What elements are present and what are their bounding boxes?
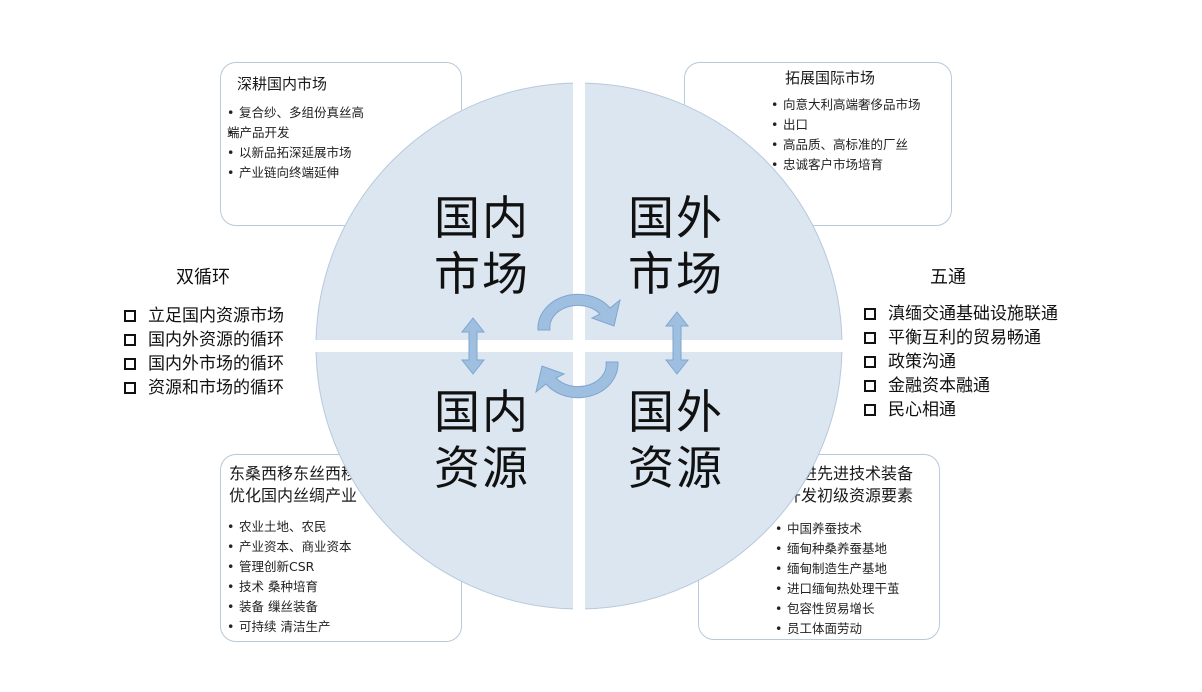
quadrant-shapes: [315, 82, 843, 610]
foreign-resource-title-2: 开发初级资源要素: [785, 486, 914, 505]
quadrant-bottom-right-shape: [585, 352, 843, 610]
list-item: 向意大利高端奢侈品市场: [771, 95, 949, 115]
list-item: 产业资本、商业资本: [227, 537, 397, 557]
quadrant-top-right-line2: 市场: [628, 247, 724, 301]
list-item: 资源和市场的循环: [122, 376, 284, 400]
checkbox-icon: [124, 310, 136, 322]
quadrant-bottom-left-line1: 国内: [434, 385, 530, 439]
quadrant-bottom-right-label: 国外 资源: [616, 384, 736, 496]
checkbox-icon: [864, 308, 876, 320]
list-item: 政策沟通: [862, 350, 1058, 374]
list-item: 忠诚客户市场培育: [771, 155, 949, 175]
list-item: 平衡互利的贸易畅通: [862, 326, 1058, 350]
quadrant-bottom-right-line1: 国外: [628, 385, 724, 439]
cycle-arrow-top: [537, 293, 621, 331]
checkbox-icon: [124, 382, 136, 394]
list-item: 出口: [771, 115, 949, 135]
checkbox-icon: [124, 334, 136, 346]
foreign-resource-list: 中国养蚕技术 缅甸种桑养蚕基地 缅甸制造生产基地 进口缅甸热处理干茧 包容性贸易…: [775, 519, 939, 639]
checkbox-icon: [864, 380, 876, 392]
quadrant-top-left-line2: 市场: [434, 247, 530, 301]
foreign-resource-title-1: 引进先进技术装备: [785, 464, 914, 483]
list-item: 金融资本融通: [862, 374, 1058, 398]
quadrant-bottom-left-shape: [315, 352, 573, 610]
quadrant-top-right-shape: [585, 82, 843, 340]
list-item: 民心相通: [862, 398, 1058, 422]
checkbox-icon: [864, 404, 876, 416]
quadrant-bottom-left-line2: 资源: [434, 441, 530, 495]
list-item: 进口缅甸热处理干茧: [775, 579, 939, 599]
left-panel-title: 双循环: [176, 267, 230, 288]
checkbox-icon: [864, 356, 876, 368]
list-item: 滇缅交通基础设施联通: [862, 302, 1058, 326]
list-item: 高品质、高标准的厂丝: [771, 135, 949, 155]
list-item: 员工体面劳动: [775, 619, 939, 639]
quadrant-top-left-shape: [315, 82, 573, 340]
right-panel-list: 滇缅交通基础设施联通 平衡互利的贸易畅通 政策沟通 金融资本融通 民心相通: [862, 302, 1058, 422]
cycle-arrows: [535, 293, 621, 399]
list-item: 复合纱、多组份真丝高: [227, 103, 397, 123]
quadrant-bottom-left-label: 国内 资源: [422, 384, 542, 496]
right-panel-title: 五通: [930, 267, 966, 288]
checkbox-icon: [864, 332, 876, 344]
domestic-resource-title-1: 东桑西移东丝西移: [229, 464, 358, 483]
domestic-resource-list: 农业土地、农民 产业资本、商业资本 管理创新CSR 技术 桑种培育 装备 缫丝装…: [227, 517, 397, 637]
list-item: 国内外资源的循环: [122, 328, 284, 352]
list-item: 管理创新CSR: [227, 557, 397, 577]
list-item: 缅甸制造生产基地: [775, 559, 939, 579]
quadrant-top-right-label: 国外 市场: [616, 190, 736, 302]
list-item: 技术 桑种培育: [227, 577, 397, 597]
left-panel-list: 立足国内资源市场 国内外资源的循环 国内外市场的循环 资源和市场的循环: [122, 304, 284, 400]
list-item: 中国养蚕技术: [775, 519, 939, 539]
domestic-market-list: 复合纱、多组份真丝高 端产品开发 以新品拓深延展市场 产业链向终端延伸: [227, 103, 397, 183]
vertical-double-arrows: [460, 311, 690, 375]
double-arrow-right: [664, 311, 690, 375]
domestic-resource-title-2: 优化国内丝绸产业: [229, 486, 358, 505]
quadrant-top-right-line1: 国外: [628, 191, 724, 245]
list-item: 缅甸种桑养蚕基地: [775, 539, 939, 559]
foreign-market-title: 拓展国际市场: [785, 69, 876, 87]
list-item: 农业土地、农民: [227, 517, 397, 537]
cycle-arrow-bottom: [535, 361, 619, 399]
domestic-market-title: 深耕国内市场: [237, 75, 328, 93]
checkbox-icon: [124, 358, 136, 370]
double-arrow-left: [460, 317, 486, 375]
list-item: 产业链向终端延伸: [227, 163, 397, 183]
list-item: 装备 缫丝装备: [227, 597, 397, 617]
foreign-market-list: 向意大利高端奢侈品市场 出口 高品质、高标准的厂丝 忠诚客户市场培育: [771, 95, 949, 175]
list-item: 可持续 清洁生产: [227, 617, 397, 637]
list-item: 国内外市场的循环: [122, 352, 284, 376]
list-item: 包容性贸易增长: [775, 599, 939, 619]
quadrant-bottom-right-line2: 资源: [628, 441, 724, 495]
list-item: 端产品开发: [227, 123, 397, 143]
quadrant-top-left-label: 国内 市场: [422, 190, 542, 302]
list-item: 立足国内资源市场: [122, 304, 284, 328]
quadrant-top-left-line1: 国内: [434, 191, 530, 245]
list-item: 以新品拓深延展市场: [227, 143, 397, 163]
